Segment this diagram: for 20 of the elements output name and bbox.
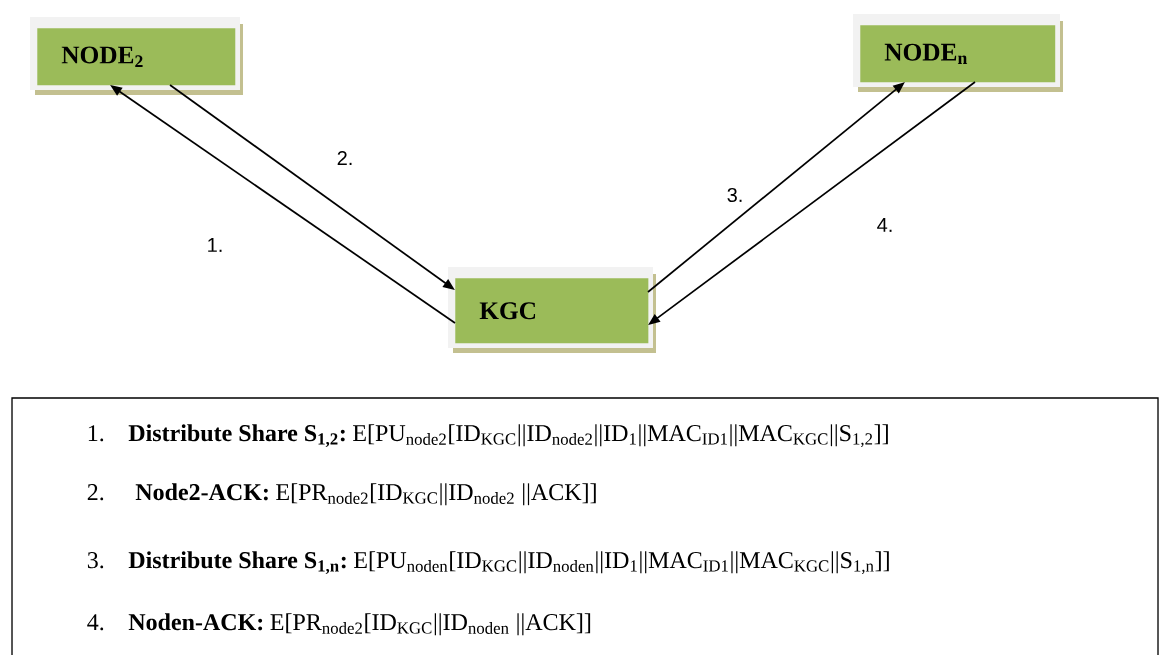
item-heading: Noden-ACK: bbox=[128, 613, 263, 631]
node-box: KGC bbox=[448, 267, 656, 353]
arrow bbox=[647, 82, 905, 293]
item-formula: E[PU$_{node2}$[ID$_{KGC}$||ID$_{node2}$||ID$_{1}$||MAC$_{ID1}$||MAC$_{KGC}$||S$_{1,2}$]] bbox=[353, 424, 888, 448]
list-number: 1. bbox=[88, 425, 104, 442]
edge-label: 2. bbox=[335, 149, 355, 167]
item-heading: Node2-ACK: bbox=[135, 483, 268, 501]
item-heading: Distribute Share S$_{1,n}$: bbox=[128, 551, 346, 575]
edge-label: 1. bbox=[205, 236, 225, 254]
item-heading: Distribute Share S$_{1,2}$: bbox=[128, 424, 345, 448]
edge-label: 3. bbox=[725, 186, 745, 204]
item-formula: E[PU$_{noden}$[ID$_{KGC}$||ID$_{noden}$||ID$_{1}$||MAC$_{ID1}$||MAC$_{KGC}$||S$_{1,n}$]] bbox=[354, 551, 889, 575]
node-box: NODE$_{n}$ bbox=[853, 14, 1063, 92]
list-number: 4. bbox=[87, 614, 104, 631]
item-formula: E[PR$_{node2}$[ID$_{KGC}$||ID$_{noden}$ ||ACK]] bbox=[270, 613, 591, 636]
list-number: 3. bbox=[87, 552, 104, 569]
list-number: 2. bbox=[87, 484, 104, 501]
node-box: NODE$_{2}$ bbox=[30, 17, 243, 95]
edge-label: 4. bbox=[875, 216, 895, 234]
item-formula: E[PR$_{node2}$[ID$_{KGC}$||ID$_{node2}$ ||ACK]] bbox=[276, 483, 596, 506]
